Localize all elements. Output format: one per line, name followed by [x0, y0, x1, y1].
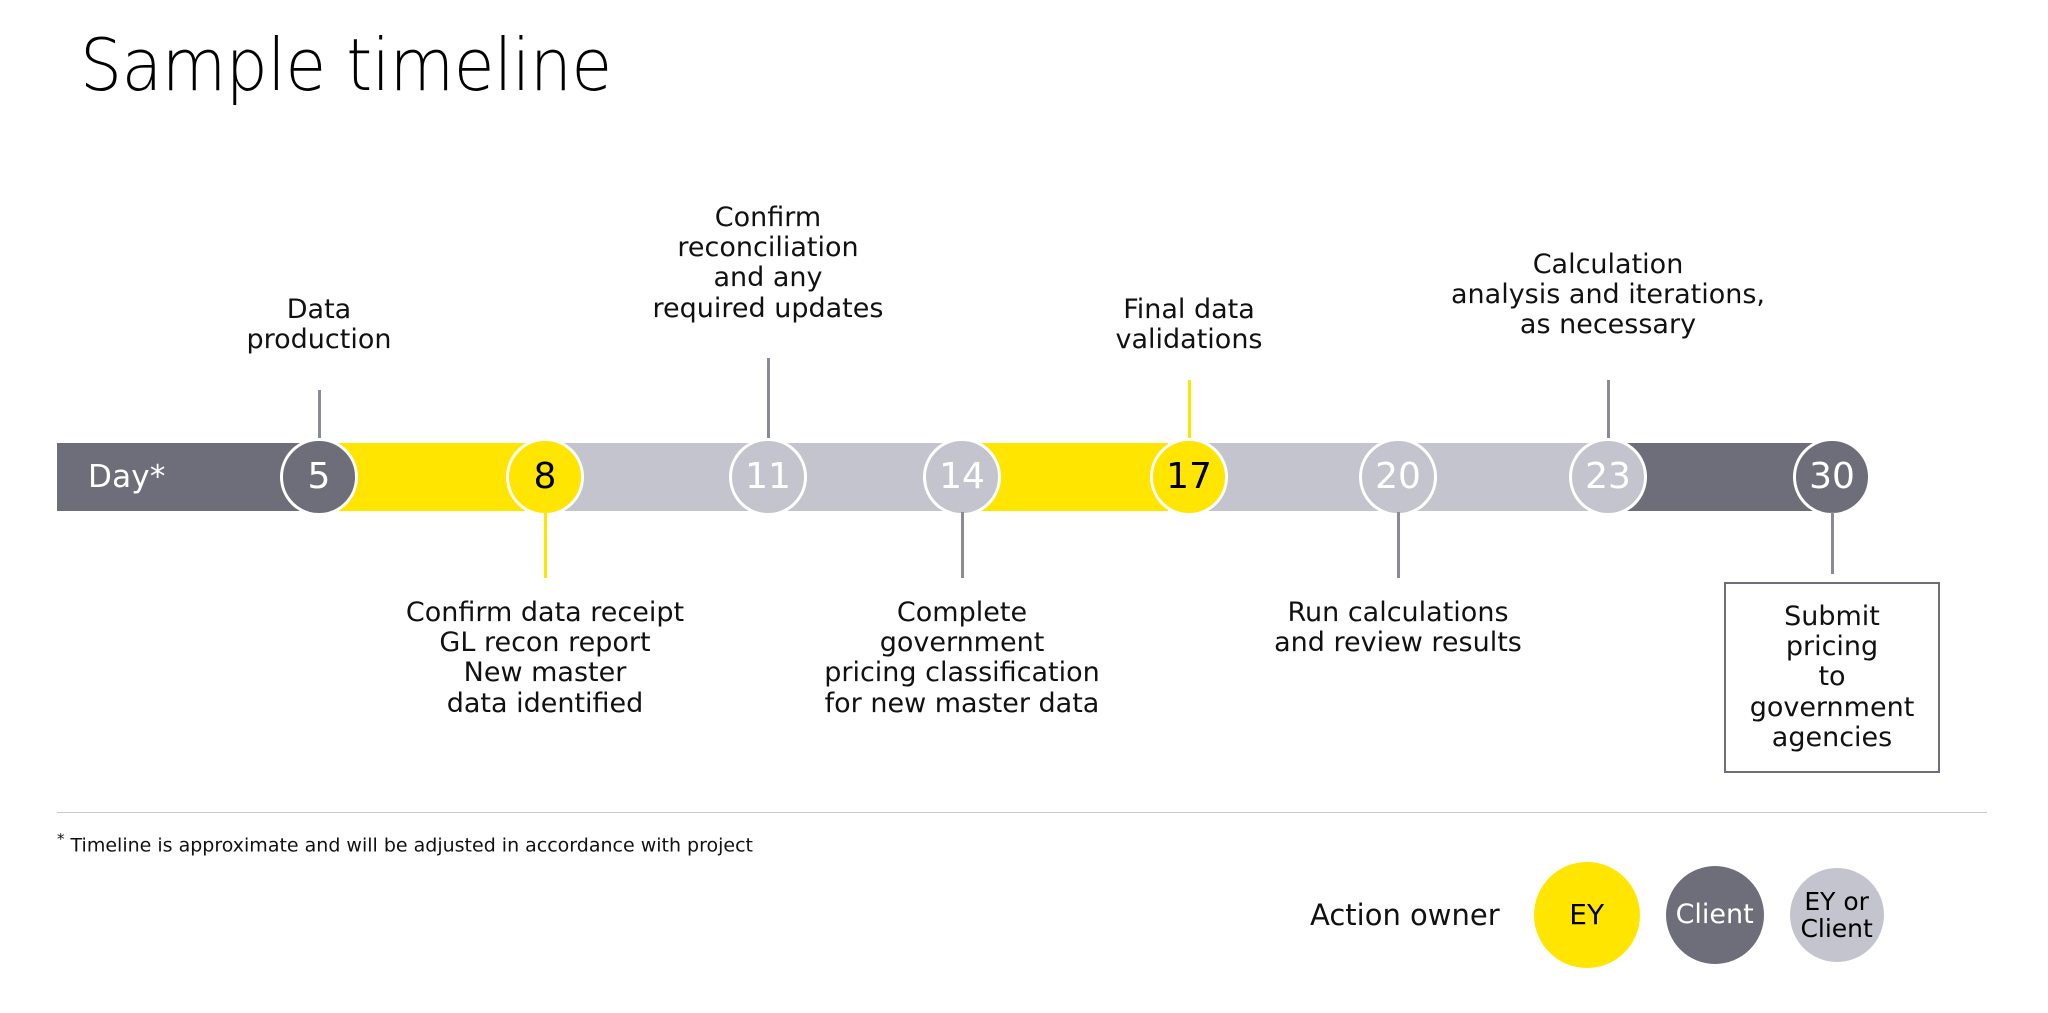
footer-divider [57, 812, 1987, 813]
callout-day-8: Confirm data receipt GL recon report New… [405, 597, 685, 719]
callout-day-11: Confirm reconciliation and any required … [652, 202, 884, 324]
callout-day-23: Calculation analysis and iterations, as … [1451, 249, 1765, 341]
milestone-day-23[interactable]: 23 [1569, 438, 1647, 516]
leader-line-day-14 [961, 512, 964, 578]
timeline-segment-1 [336, 443, 536, 511]
legend-chip-either[interactable]: EY or Client [1789, 868, 1884, 962]
milestone-day-8[interactable]: 8 [506, 438, 584, 516]
milestone-day-11[interactable]: 11 [729, 438, 807, 516]
leader-line-day-11 [767, 358, 770, 442]
leader-line-day-17 [1188, 380, 1191, 442]
callout-day-5: Data production [246, 294, 392, 356]
callout-day-30: Submit pricing to government agencies [1724, 582, 1940, 774]
timeline-segment-4 [968, 443, 1168, 511]
legend-title: Action owner [1310, 898, 1500, 932]
milestone-day-17[interactable]: 17 [1150, 438, 1228, 516]
milestone-day-20[interactable]: 20 [1359, 438, 1437, 516]
leader-line-day-30 [1831, 512, 1834, 574]
milestone-day-5[interactable]: 5 [280, 438, 358, 516]
timeline-diagram: Data production Confirm reconciliation an… [57, 202, 1940, 774]
legend-chip-client[interactable]: Client [1665, 866, 1764, 964]
footnote: * Timeline is approximate and will be ad… [57, 830, 753, 858]
leader-line-day-23 [1607, 380, 1610, 442]
callout-day-17: Final data validations [1115, 294, 1263, 356]
legend-chip-ey[interactable]: EY [1533, 862, 1640, 968]
legend-chip-group: EY Client EY or Client [1533, 862, 1884, 968]
milestone-day-14[interactable]: 14 [923, 438, 1001, 516]
leader-line-day-8 [544, 512, 547, 578]
legend: Action owner EY Client EY or Client [1310, 860, 1884, 970]
footnote-text: Timeline is approximate and will be adju… [64, 834, 753, 857]
callout-day-14: Complete government pricing classificati… [824, 597, 1100, 719]
callout-day-20: Run calculations and review results [1274, 597, 1522, 659]
leader-line-day-20 [1397, 512, 1400, 578]
footnote-marker: * [57, 830, 65, 848]
milestone-day-30[interactable]: 30 [1793, 438, 1871, 516]
page-title: Sample timeline [80, 23, 612, 107]
leader-line-day-5 [318, 390, 321, 442]
